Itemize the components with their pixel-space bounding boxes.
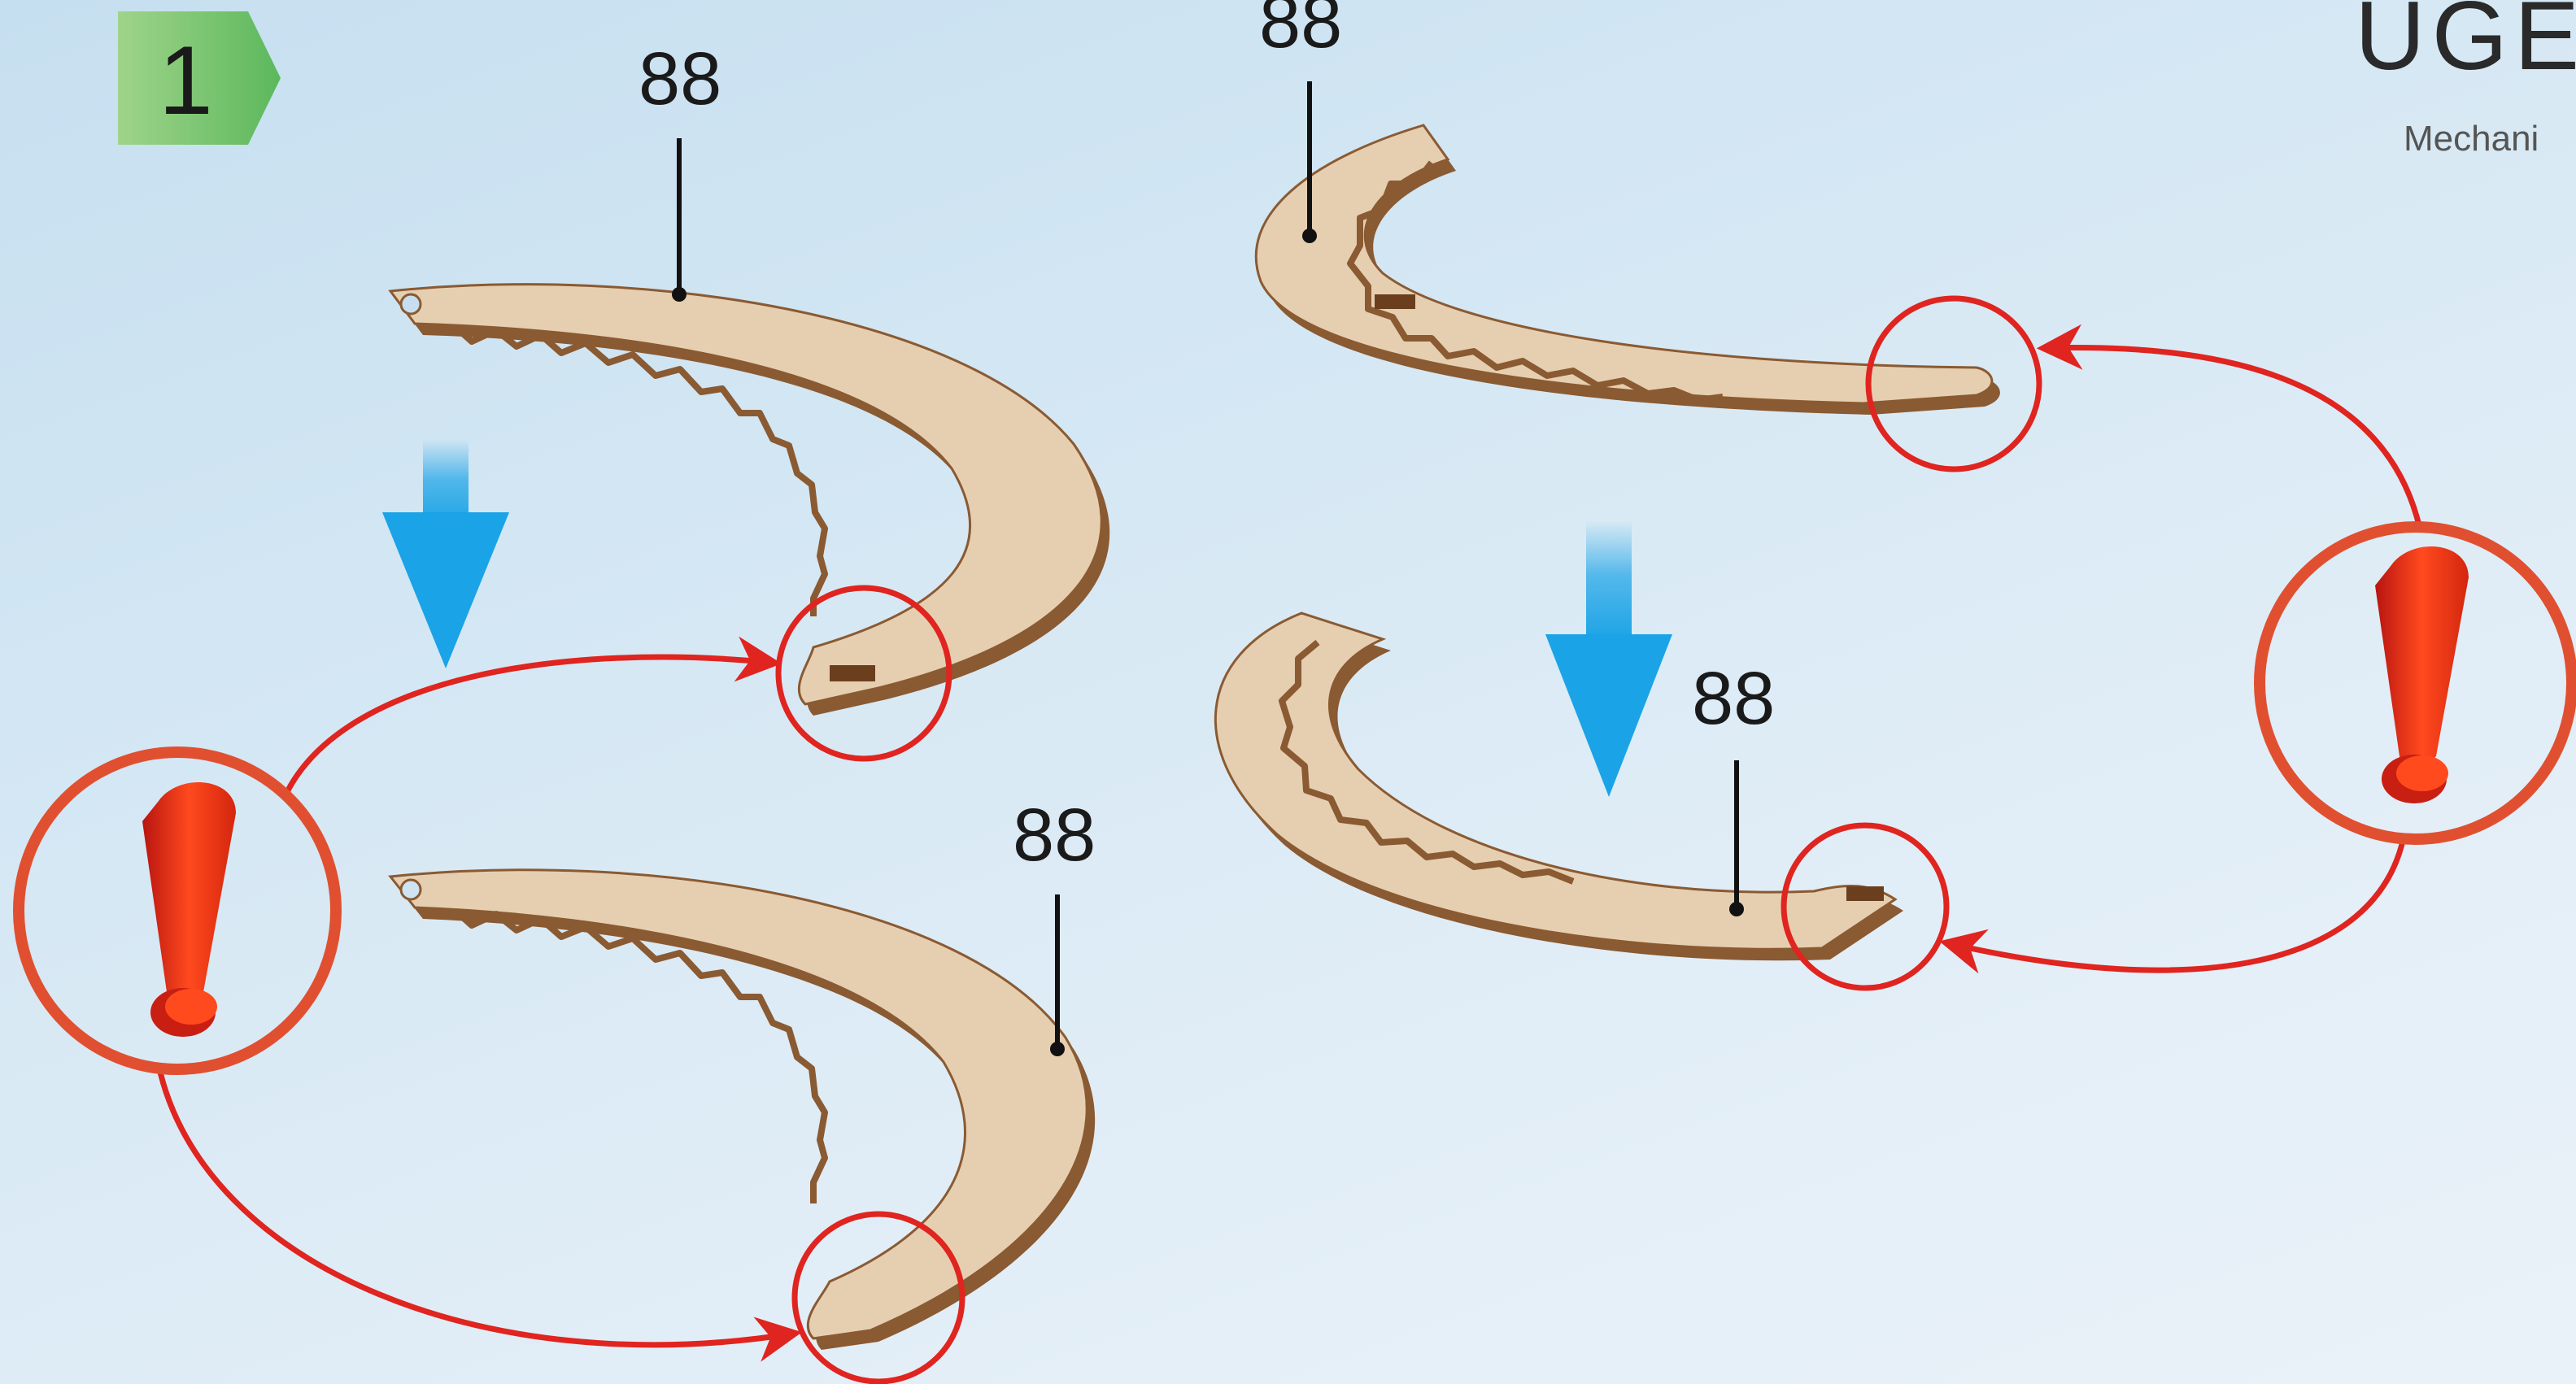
part-label: 88 [1692, 657, 1775, 740]
brand-name: UGE [2355, 0, 2576, 90]
step-badge-icon [118, 11, 281, 145]
wood-part-bottom-left [388, 868, 1096, 1350]
step-badge: 1 [118, 11, 281, 145]
joint-highlight-circle [1781, 822, 1950, 991]
brand-logo: UGE Mechani [2355, 0, 2576, 159]
callout-dot [1729, 902, 1744, 916]
wood-part-top-right [1254, 124, 2000, 415]
down-arrow-icon [382, 439, 509, 668]
joint-highlight-circle [1865, 295, 2042, 472]
pointer-arrow [2036, 324, 2423, 529]
down-arrow-icon [1545, 520, 1672, 797]
wood-part-top-left [388, 283, 1110, 716]
joint-highlight-circle [791, 1211, 965, 1384]
pointer-arrow [281, 636, 782, 799]
step-number: 1 [159, 26, 213, 135]
pointer-arrow [1939, 837, 2407, 974]
wood-part-bottom-right [1214, 611, 1903, 961]
part-label: 88 [1259, 0, 1342, 63]
warning-exclamation-icon [2254, 521, 2576, 845]
part-label: 88 [639, 37, 721, 120]
callout-dot [1302, 228, 1317, 243]
pointer-arrow [155, 1064, 803, 1362]
part-label: 88 [1013, 794, 1096, 877]
warning-exclamation-icon [13, 746, 342, 1075]
brand-subtitle: Mechani [2404, 119, 2539, 159]
callout-dot [672, 287, 686, 302]
callout-dot [1050, 1042, 1065, 1056]
